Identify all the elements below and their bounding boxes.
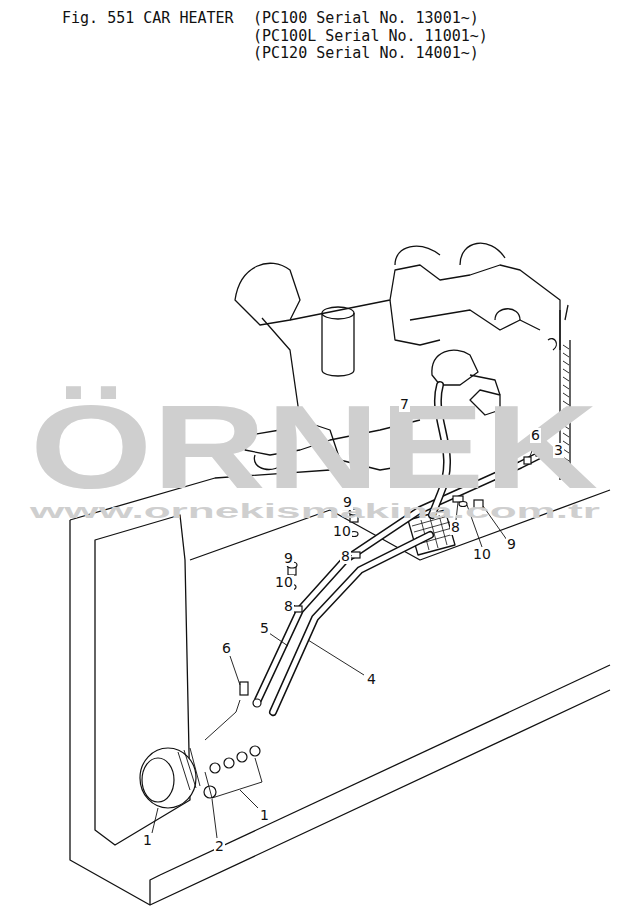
callout-number: 10 <box>472 547 492 562</box>
callout-number: 8 <box>450 520 461 535</box>
callout-number: 1 <box>259 808 270 823</box>
serial-range: (PC120 Serial No. 14001~) <box>253 45 479 62</box>
callout-number: 5 <box>259 621 270 636</box>
watermark: ÖRNEK <box>30 388 598 506</box>
callout-number: 6 <box>221 641 232 656</box>
callout-number: 2 <box>214 839 225 854</box>
callout-number: 9 <box>283 551 294 566</box>
callout-number: 9 <box>506 537 517 552</box>
callout-number: 1 <box>142 833 153 848</box>
serial-range: (PC100L Serial No. 11001~) <box>253 28 488 45</box>
callout-number: 7 <box>399 397 410 412</box>
callout-number: 3 <box>553 443 564 458</box>
callout-number: 10 <box>332 524 352 539</box>
callout-number: 6 <box>530 428 541 443</box>
callout-number: 4 <box>366 672 377 687</box>
callout-number: 10 <box>274 575 294 590</box>
callout-number: 8 <box>283 599 294 614</box>
figure-title: Fig. 551 CAR HEATER <box>62 10 234 27</box>
serial-range: (PC100 Serial No. 13001~) <box>253 10 479 27</box>
watermark-url: www.ornekismakina.com.tr <box>30 501 600 521</box>
callout-number: 9 <box>342 495 353 510</box>
callout-number: 8 <box>340 549 351 564</box>
